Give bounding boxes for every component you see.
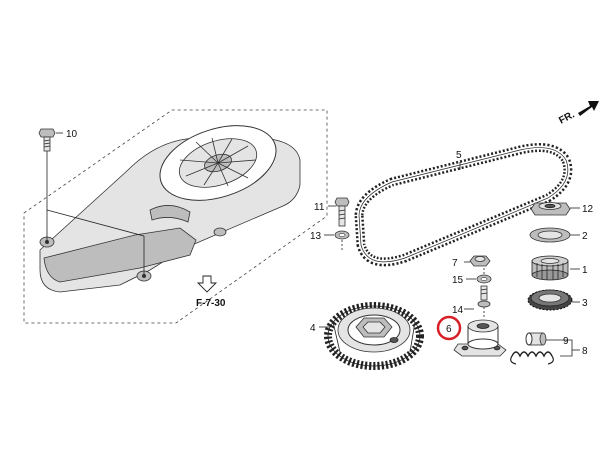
part-14-stud-bolt [477, 285, 491, 308]
callout-part-12: 12 [582, 204, 594, 215]
part-3-clutch-plate [527, 289, 573, 311]
callout-part-6: 6 [446, 324, 452, 335]
callout-part-2: 2 [582, 231, 588, 242]
part-8-tension-spring [510, 351, 554, 365]
part-15-washer [476, 274, 492, 284]
front-direction-label: FR. [557, 109, 577, 126]
part-6-tensioner-pulley [453, 319, 507, 357]
callout-part-10: 10 [66, 129, 78, 140]
callout-part-7: 7 [452, 258, 458, 269]
part-4-timing-pulley [324, 302, 424, 370]
part-7-nut [469, 255, 491, 267]
timing-belt-cover [39, 125, 301, 293]
callout-part-1: 1 [582, 265, 588, 276]
reference-arrow-icon [196, 275, 218, 293]
reference-label: F-7-30 [196, 298, 226, 309]
callout-part-3: 3 [582, 298, 588, 309]
part-1-gear [531, 255, 569, 281]
callout-part-5: 5 [456, 150, 462, 161]
part-6-highlight-ring [436, 315, 462, 341]
front-direction-arrow-icon [578, 101, 599, 116]
callout-part-11: 11 [314, 202, 325, 213]
callout-part-4: 4 [310, 323, 316, 334]
callout-part-9: 9 [563, 336, 569, 347]
cover-assembly-dashed-outline [23, 109, 328, 324]
callout-part-8: 8 [582, 346, 588, 357]
part-5-timing-belt [354, 143, 573, 267]
part-9-collar [525, 332, 547, 346]
part-11-bolt [334, 197, 350, 227]
part-2-thrust-washer [529, 227, 571, 243]
front-direction-indicator: FR. [557, 101, 599, 127]
part-13-washer [334, 230, 350, 240]
callout-part-15: 15 [452, 275, 464, 286]
callout-part-14: 14 [452, 305, 464, 316]
part-10-flange-bolt [38, 128, 56, 152]
part-12-lock-nut [530, 202, 571, 216]
callout-part-13: 13 [310, 231, 322, 242]
